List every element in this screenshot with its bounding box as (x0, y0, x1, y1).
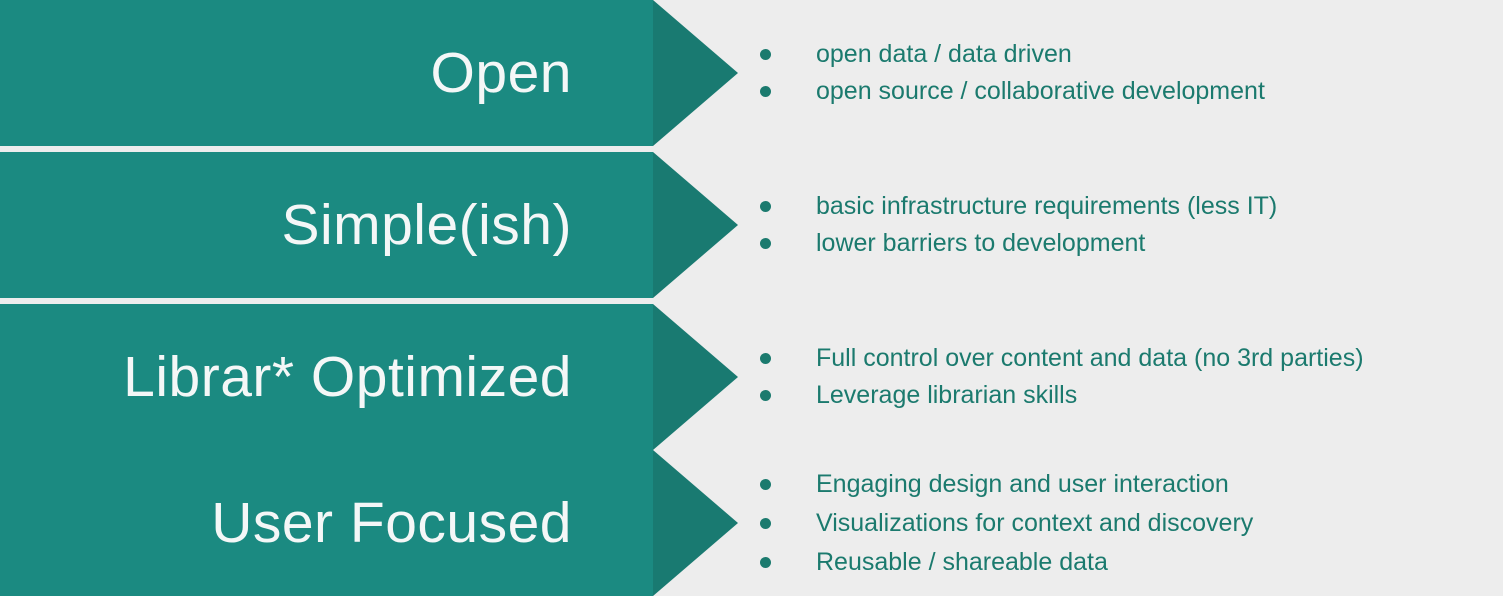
bullet-dot-icon (760, 86, 771, 97)
bullet-list: basic infrastructure requirements (less … (752, 152, 1503, 298)
chevron-row: User Focused Engaging design and user in… (0, 450, 1503, 596)
list-item: Visualizations for context and discovery (760, 504, 1503, 543)
chevron-label: Open (430, 40, 572, 105)
bullet-dot-icon (760, 478, 771, 490)
list-item: open data / data driven (760, 36, 1503, 73)
chevron-arrow-body (0, 152, 653, 298)
list-item-label: open source / collaborative development (816, 77, 1265, 105)
bullet-list: Full control over content and data (no 3… (752, 304, 1503, 450)
bullet-dot-icon (760, 353, 771, 364)
chevron-row: Simple(ish) basic infrastructure require… (0, 152, 1503, 298)
bullet-dot-icon (760, 49, 771, 60)
bullet-dot-icon (760, 238, 771, 249)
bullet-dot-icon (760, 556, 771, 568)
list-item-label: open data / data driven (816, 40, 1072, 68)
chevron-arrow: User Focused (0, 450, 738, 596)
list-item-label: Reusable / shareable data (816, 547, 1108, 576)
list-item: basic infrastructure requirements (less … (760, 188, 1503, 225)
list-item-label: Full control over content and data (no 3… (816, 344, 1364, 372)
chevron-arrow: Librar* Optimized (0, 304, 738, 450)
list-item-label: basic infrastructure requirements (less … (816, 192, 1278, 220)
bullet-list: open data / data driven open source / co… (752, 0, 1503, 146)
list-item: Reusable / shareable data (760, 543, 1503, 582)
chevron-arrow-body (0, 304, 653, 450)
chevron-arrow-body (0, 0, 653, 146)
chevron-arrow-head-icon (653, 0, 738, 146)
list-item-label: Leverage librarian skills (816, 381, 1078, 409)
chevron-arrow: Open (0, 0, 738, 146)
chevron-row: Open open data / data driven open source… (0, 0, 1503, 146)
chevron-arrow-head-icon (653, 450, 738, 596)
list-item: Leverage librarian skills (760, 377, 1503, 414)
chevron-label: Simple(ish) (281, 192, 572, 257)
list-item: Engaging design and user interaction (760, 465, 1503, 504)
list-item: lower barriers to development (760, 225, 1503, 262)
list-item-label: Engaging design and user interaction (816, 469, 1229, 498)
list-item-label: Visualizations for context and discovery (816, 508, 1254, 537)
bullet-list: Engaging design and user interaction Vis… (752, 450, 1503, 596)
bullet-dot-icon (760, 517, 771, 529)
chevron-label: User Focused (211, 490, 572, 555)
list-item: open source / collaborative development (760, 73, 1503, 110)
list-item-label: lower barriers to development (816, 229, 1146, 257)
chevron-arrow-head-icon (653, 152, 738, 298)
chevron-arrow-body (0, 450, 653, 596)
chevron-row: Librar* Optimized Full control over cont… (0, 304, 1503, 450)
bullet-dot-icon (760, 201, 771, 212)
chevron-label: Librar* Optimized (123, 344, 572, 409)
chevron-arrow-head-icon (653, 304, 738, 450)
bullet-dot-icon (760, 390, 771, 401)
list-item: Full control over content and data (no 3… (760, 340, 1503, 377)
chevron-arrow: Simple(ish) (0, 152, 738, 298)
